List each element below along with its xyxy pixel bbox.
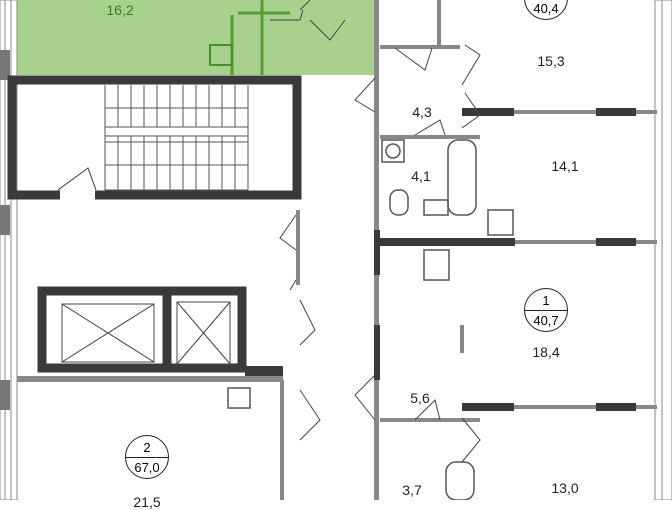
doors	[270, 0, 481, 463]
room-area-13-0: 13,0	[551, 480, 579, 496]
room-area-14-1: 14,1	[551, 158, 579, 174]
stair-door	[57, 167, 97, 191]
apartment-number: 2	[126, 436, 168, 458]
elevator-icon	[61, 301, 231, 365]
room-area-15-3: 15,3	[537, 53, 565, 69]
room-area-21-5: 21,5	[133, 494, 161, 510]
apartment-area: 40,7	[533, 313, 559, 328]
bathroom-fixtures	[227, 139, 514, 500]
stair-steps	[104, 85, 249, 191]
apartment-badge-2[interactable]: 2 67,0	[125, 435, 169, 479]
corridor-wall-left	[280, 380, 284, 500]
apartment-badge-top[interactable]: 40,4	[524, 0, 568, 20]
room-area-18-4: 18,4	[532, 344, 560, 360]
room-area-highlighted: 16,2	[106, 2, 134, 18]
room-area-3-7: 3,7	[402, 482, 422, 498]
elevator-shaft-block	[37, 286, 247, 373]
apartment-number: 1	[525, 289, 567, 311]
room-area-5-6: 5,6	[410, 390, 430, 406]
partitions	[380, 0, 657, 422]
outer-wall-right	[654, 0, 672, 500]
room-area-4-3: 4,3	[412, 104, 432, 120]
apartment-area: 40,4	[533, 1, 559, 16]
sink-icon	[209, 44, 233, 66]
room-area-4-1: 4,1	[411, 168, 431, 184]
staircase	[7, 75, 302, 200]
highlighted-apartment[interactable]	[17, 0, 375, 75]
apartment-badge-1[interactable]: 1 40,7	[524, 288, 568, 332]
apartment-area: 67,0	[134, 460, 160, 475]
